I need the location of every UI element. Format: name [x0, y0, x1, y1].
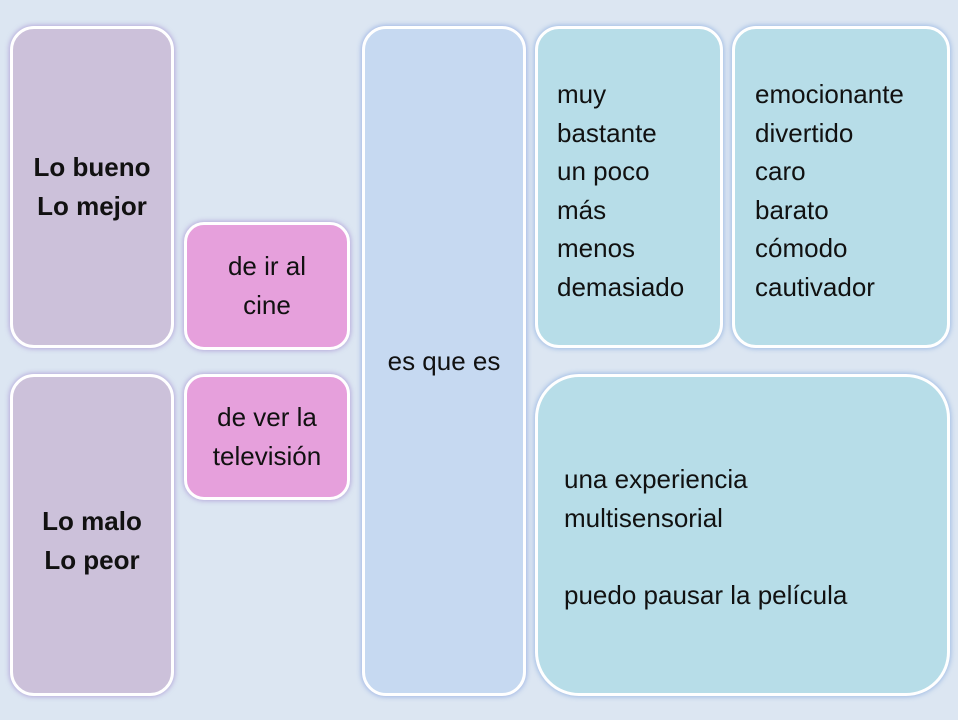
- intensifier-item: demasiado: [557, 271, 685, 302]
- phrase-box: una experiencia multisensorial puedo pau…: [535, 374, 950, 696]
- activity-cinema-line1: de ir al: [227, 251, 307, 281]
- intensifier-item: muy: [557, 79, 607, 109]
- adjective-item: emocionante: [755, 79, 904, 109]
- connector-text: es que es: [387, 345, 501, 376]
- subject-lo-malo: Lo malo: [42, 506, 142, 536]
- phrase-item: multisensorial: [564, 502, 723, 533]
- intensifier-list: muy bastante un poco más menos demasiado: [557, 75, 684, 306]
- activity-cinema-line2: cine: [243, 290, 291, 320]
- subject-box-negative: Lo malo Lo peor: [10, 374, 174, 696]
- phrase-spacer: [564, 537, 847, 576]
- phrase-item: una experiencia: [564, 464, 748, 494]
- activity-tv-line2: televisión: [212, 441, 322, 471]
- adjective-item: cautivador: [755, 271, 875, 302]
- subject-lo-bueno: Lo bueno: [33, 152, 151, 182]
- phrase-list: una experiencia multisensorial puedo pau…: [564, 460, 847, 614]
- intensifier-item: más: [557, 194, 607, 225]
- connector-box: es que es: [362, 26, 526, 696]
- intensifier-item: menos: [557, 233, 636, 263]
- adjective-item: cómodo: [755, 233, 848, 263]
- adjective-item: caro: [755, 156, 806, 186]
- intensifier-box: muy bastante un poco más menos demasiado: [535, 26, 723, 348]
- subject-box-positive: Lo bueno Lo mejor: [10, 26, 174, 348]
- phrase-item: puedo pausar la película: [564, 579, 848, 610]
- activity-box-tv: de ver la televisión: [184, 374, 350, 500]
- adjective-list: emocionante divertido caro barato cómodo…: [755, 75, 904, 306]
- subject-lo-mejor: Lo mejor: [37, 191, 147, 221]
- adjective-box: emocionante divertido caro barato cómodo…: [732, 26, 950, 348]
- subject-lo-peor: Lo peor: [44, 545, 140, 575]
- adjective-item: divertido: [755, 117, 854, 148]
- activity-box-cinema: de ir al cine: [184, 222, 350, 350]
- intensifier-item: bastante: [557, 117, 657, 148]
- intensifier-item: un poco: [557, 156, 650, 186]
- activity-tv-line1: de ver la: [217, 402, 317, 432]
- adjective-item: barato: [755, 194, 829, 225]
